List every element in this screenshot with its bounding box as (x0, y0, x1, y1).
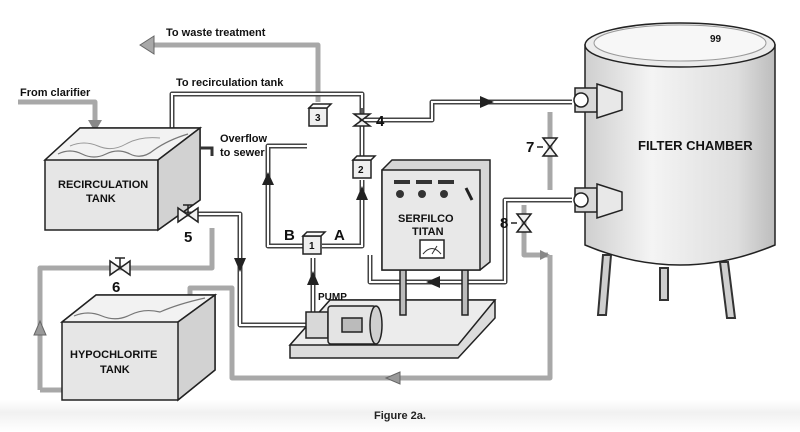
valve-5-label: 5 (184, 229, 192, 246)
valve-3: 3 (307, 103, 333, 127)
to-waste-label: To waste treatment (166, 27, 266, 39)
valve-8-label: 8 (500, 215, 508, 232)
valve-2: 2 (351, 155, 377, 179)
figure-caption: Figure 2a. (374, 410, 426, 422)
recirculation-tank-label-1: RECIRCULATION (58, 179, 148, 191)
valve-8: 8 (500, 213, 533, 233)
pump: PUMP (305, 292, 383, 345)
valve-6-label: 6 (112, 279, 120, 296)
lower-nozzle (573, 182, 623, 220)
control-panel: SERFILCO TITAN (381, 159, 491, 271)
hypochlorite-tank: HYPOCHLORITE TANK (59, 293, 218, 402)
filter-chamber: 99 FILTER CHAMBER (573, 22, 776, 319)
valve-4: 4 (351, 108, 385, 130)
overflow-label-2: to sewer (220, 147, 265, 159)
filter-chamber-legs (596, 254, 737, 319)
valve-6: 6 (109, 257, 131, 296)
arrow-to-waste (139, 35, 155, 55)
valve-7: 7 (526, 137, 559, 157)
valve-4-label: 4 (376, 113, 385, 130)
from-clarifier-label: From clarifier (20, 87, 91, 99)
hypochlorite-tank-label-2: TANK (100, 364, 130, 376)
caption-band (0, 400, 800, 432)
to-recirculation-label: To recirculation tank (176, 77, 284, 89)
brand-label-1: SERFILCO (398, 213, 454, 225)
valve-3-label: 3 (315, 113, 321, 124)
valve-1: 1 (301, 231, 327, 255)
tank-mark: 99 (710, 34, 722, 45)
branch-b-label: B (284, 227, 295, 244)
valve-5: 5 (177, 204, 199, 246)
pump-label: PUMP (318, 292, 347, 303)
recirculation-tank: RECIRCULATION TANK (43, 126, 214, 232)
hypochlorite-tank-label-1: HYPOCHLORITE (70, 349, 157, 361)
upper-nozzle (573, 82, 623, 120)
valve-1-label: 1 (309, 241, 315, 252)
overflow-label-1: Overflow (220, 133, 268, 145)
filter-chamber-label: FILTER CHAMBER (638, 138, 753, 153)
recirculation-tank-label-2: TANK (86, 193, 116, 205)
valve-7-label: 7 (526, 139, 534, 156)
brand-label-2: TITAN (412, 226, 444, 238)
valve-2-label: 2 (358, 165, 364, 176)
branch-a-label: A (334, 227, 345, 244)
